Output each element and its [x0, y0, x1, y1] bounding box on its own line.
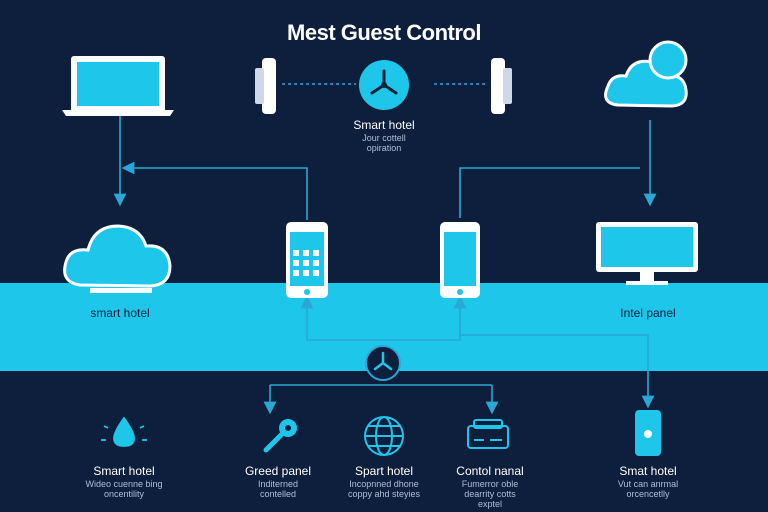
router-right-icon [491, 58, 512, 114]
cloud-top-icon [604, 40, 688, 108]
bottom-item-2-label: Greed panel [244, 464, 312, 478]
cloud-left-icon [63, 224, 172, 293]
globe-icon [364, 416, 404, 456]
phone-icon [440, 222, 480, 298]
bottom-item-3-sub-2: coppy ahd steyies [347, 489, 421, 499]
control-panel-icon [467, 419, 509, 449]
hub-fan-lower-icon [365, 345, 401, 381]
arrow-phone-tablet [459, 302, 655, 409]
bottom-item-1-sub-1: Wideo cuenne bing [85, 479, 163, 489]
line-phone-right [459, 167, 640, 218]
bottom-item-5-sub-1: Vut can anrmal [617, 479, 679, 489]
bottom-item-4-sub-1: Fumerror oble [461, 479, 519, 489]
hub-sub-1: Jour cottell [362, 133, 406, 143]
arrow-hub-phone [300, 295, 383, 341]
hub-fan-icon [359, 60, 409, 110]
bottom-item-4-sub-3: exptel [477, 499, 503, 509]
monitor-icon [596, 222, 698, 285]
bottom-item-5-sub-2: orcencetlly [626, 489, 670, 499]
water-drop-icon [101, 416, 147, 447]
bottom-item-2-sub-2: contelled [259, 489, 297, 499]
bottom-item-4-sub-2: dearrity cotts [464, 489, 516, 499]
band-label-right: Intel panel [620, 306, 676, 320]
bottom-item-2-sub-1: Inditerned [257, 479, 299, 489]
bottom-item-5-label: Smat hotel [619, 464, 677, 478]
page-title: Mest Guest Control [287, 20, 481, 45]
bottom-item-3-label: Spart hotel [354, 464, 414, 478]
bottom-item-1-label: Smart hotel [93, 464, 155, 478]
connector-lines [113, 83, 657, 415]
router-left-icon [255, 58, 276, 114]
laptop-icon [62, 56, 174, 116]
hub-label: Smart hotel [353, 118, 415, 132]
tablet-icon [635, 410, 661, 456]
phone-grid-icon [286, 222, 328, 298]
key-icon [263, 419, 297, 453]
band-label-left: smart hotel [90, 306, 150, 320]
hub-sub-2: opiration [366, 143, 402, 153]
bottom-item-1-sub-2: oncentility [103, 489, 145, 499]
bottom-item-3-sub-1: Incopnned dhone [349, 479, 419, 489]
bottom-item-4-label: Contol nanal [456, 464, 524, 478]
arrow-phone-left [121, 161, 308, 220]
